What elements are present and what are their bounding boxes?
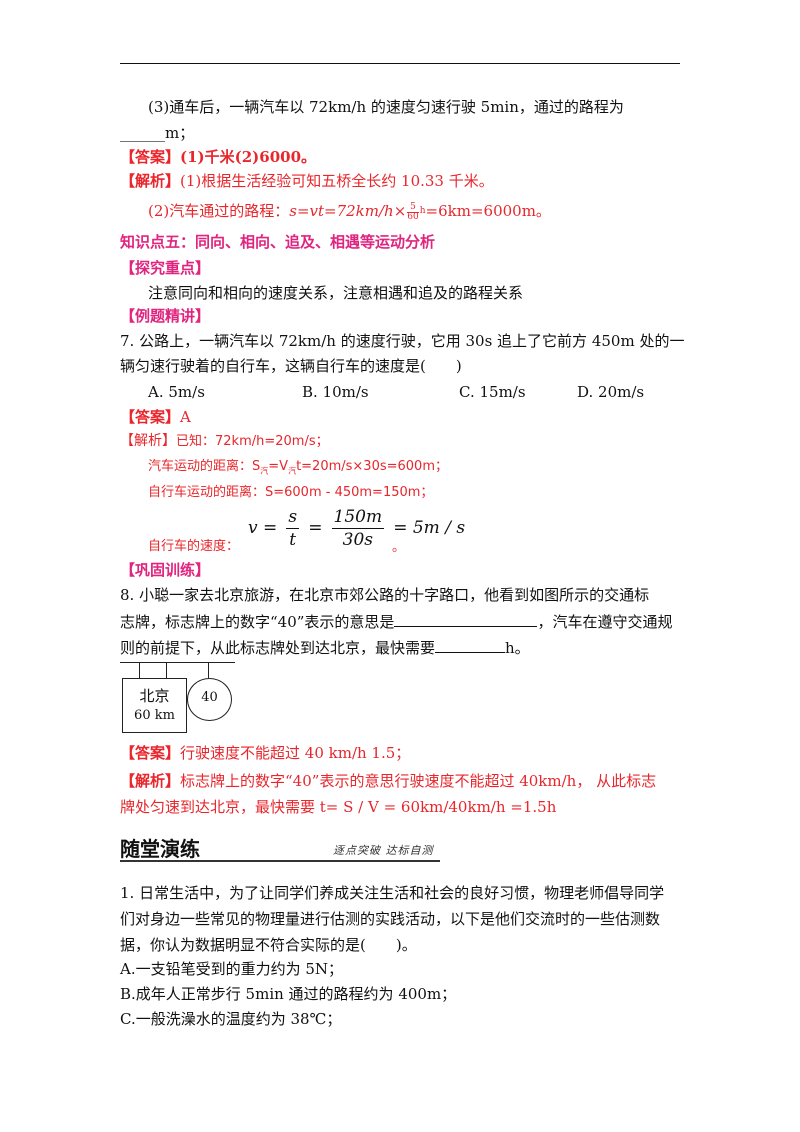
practice-tag: 【巩固训练】 <box>120 561 211 579</box>
line2-suffix: t=20m/s×30s=600m； <box>296 459 448 474</box>
q7-option-d: D. 20m/s <box>577 383 645 401</box>
q7-option-c: C. 15m/s <box>459 383 526 401</box>
answer-tag: 【答案】 <box>120 744 181 762</box>
line3-a: 则的前提下，从此标志牌处到达北京，最快需要 <box>120 639 436 657</box>
speed-limit-sign: 40 <box>187 678 232 721</box>
drill-underline <box>120 860 440 862</box>
q7-analysis-line2: 汽车运动的距离：S汽=V汽t=20m/s×30s=600m； <box>148 457 448 482</box>
part2-frac-unit: h <box>419 206 426 216</box>
q6-analysis: 【解析】(1)根据生活经验可知五桥全长约 10.33 千米。 <box>120 170 494 192</box>
answer-tag: 【答案】 <box>120 408 181 426</box>
part2-formula: s=vt=72km/h× <box>289 202 407 220</box>
sign-post-left <box>139 662 140 678</box>
analysis-tag: 【解析】 <box>120 772 181 790</box>
sign-post-right <box>208 662 209 678</box>
q6-part3-blank: ______m； <box>120 124 195 142</box>
drill-title: 随堂演练 <box>120 837 200 861</box>
analysis-line1: 已知：72km/h=20m/s； <box>176 434 329 449</box>
frac-den: t <box>289 530 297 550</box>
answer-text: 行驶速度不能超过 40 km/h 1.5； <box>180 744 411 762</box>
q8-line2: 志牌，标志牌上的数字“40”表示的意思是 ，汽车在遵守交通规 <box>120 610 672 633</box>
analysis-tag: 【解析】 <box>120 433 176 449</box>
q7-analysis-line1: 【解析】已知：72km/h=20m/s； <box>120 431 329 452</box>
q8-analysis-line2: 牌处匀速到达北京，最快需要 t= S / V = 60km/40km/h =1.… <box>120 798 557 816</box>
line2-sub: 汽 <box>260 466 269 476</box>
q7-line1: 7. 公路上，一辆汽车以 72km/h 的速度行驶，它用 30s 追上了它前方 … <box>120 332 685 350</box>
eq-equals: = <box>308 518 323 538</box>
header-rule <box>120 63 680 64</box>
sign-speed: 40 <box>201 690 218 705</box>
analysis-text: (1)根据生活经验可知五桥全长约 10.33 千米。 <box>180 172 494 190</box>
answer-text: (1)千米(2)6000。 <box>180 148 317 166</box>
line2-sub2: 汽 <box>288 466 297 476</box>
eq-rhs: = 5m / s <box>393 518 466 538</box>
q7-line2: 辆匀速行驶着的自行车，这辆自行车的速度是( ) <box>120 357 462 375</box>
eq-lhs: v = <box>248 518 278 538</box>
kp5-title: 知识点五：同向、相向、追及、相遇等运动分析 <box>120 233 436 251</box>
q8-answer: 【答案】行驶速度不能超过 40 km/h 1.5； <box>120 742 410 764</box>
frac-num: 150m <box>331 507 385 529</box>
q7-answer: 【答案】A <box>120 406 191 428</box>
q1-option-c: C.一般洗澡水的温度约为 38℃； <box>120 1010 342 1028</box>
q6-answer: 【答案】(1)千米(2)6000。 <box>120 146 316 168</box>
q7-analysis-line4: 自行车的速度： <box>148 539 240 554</box>
analysis-line1: 标志牌上的数字“40”表示的意思行驶速度不能超过 40km/h， 从此标志 <box>180 772 657 790</box>
kp5-focus-tag: 【探究重点】 <box>120 259 211 277</box>
drill-subtitle: 逐点突破 达标自测 <box>333 844 434 857</box>
q8-blank-2[interactable] <box>435 636 506 653</box>
q6-part3-line1: (3)通车后，一辆汽车以 72km/h 的速度匀速行驶 5min，通过的路程为 <box>148 98 624 116</box>
part2-prefix: (2)汽车通过的路程： <box>148 202 290 220</box>
line2-prefix: 汽车运动的距离：S <box>148 459 261 474</box>
frac-den: 60 <box>407 211 419 222</box>
q7-option-b: B. 10m/s <box>302 383 369 401</box>
sign-city: 北京 <box>139 687 170 705</box>
sign-post-mid <box>166 662 167 678</box>
answer-text: A <box>180 408 191 426</box>
q1-line3: 据，你认为数据明显不符合实际的是( )。 <box>120 936 417 954</box>
q1-option-b: B.成年人正常步行 5min 通过的路程约为 400m； <box>120 985 457 1003</box>
answer-tag: 【答案】 <box>120 148 181 166</box>
q8-line3: 则的前提下，从此标志牌处到达北京，最快需要 h。 <box>120 636 530 659</box>
part2-suffix: =6km=6000m。 <box>425 202 551 220</box>
frac-num: 5 <box>407 202 419 213</box>
analysis-tag: 【解析】 <box>120 172 181 190</box>
q1-line1: 1. 日常生活中，为了让同学们养成关注生活和社会的良好习惯，物理老师倡导同学 <box>120 884 665 902</box>
sign-top-bar <box>120 662 235 663</box>
frac-den: 30s <box>342 530 373 550</box>
line2-mid: =V <box>268 459 289 474</box>
q8-blank-1[interactable] <box>394 610 538 627</box>
q8-analysis: 【解析】标志牌上的数字“40”表示的意思行驶速度不能超过 40km/h， 从此标… <box>120 770 656 792</box>
q8-line1: 8. 小聪一家去北京旅游，在北京市郊公路的十字路口，他看到如图所示的交通标 <box>120 586 650 604</box>
q1-line2: 们对身边一些常见的物理量进行估测的实践活动，以下是他们交流时的一些估测数 <box>120 910 661 928</box>
sign-distance: 60 km <box>134 708 175 723</box>
line3-b: h。 <box>505 639 530 657</box>
line2-a: 志牌，标志牌上的数字“40”表示的意思是 <box>120 613 395 631</box>
q7-eq-end: 。 <box>392 540 406 555</box>
line2-b: ，汽车在遵守交通规 <box>537 613 673 631</box>
q7-analysis-line3: 自行车运动的距离：S=600m - 450m=150m； <box>148 485 434 500</box>
kp5-focus-text: 注意同向和相向的速度关系，注意相遇和追及的路程关系 <box>148 284 524 302</box>
kp5-example-tag: 【例题精讲】 <box>120 307 211 325</box>
q7-option-a: A. 5m/s <box>148 383 205 401</box>
frac-num: s <box>286 507 300 529</box>
q1-option-a: A.一支铅笔受到的重力约为 5N； <box>120 960 344 978</box>
distance-sign: 北京 60 km <box>122 678 187 733</box>
